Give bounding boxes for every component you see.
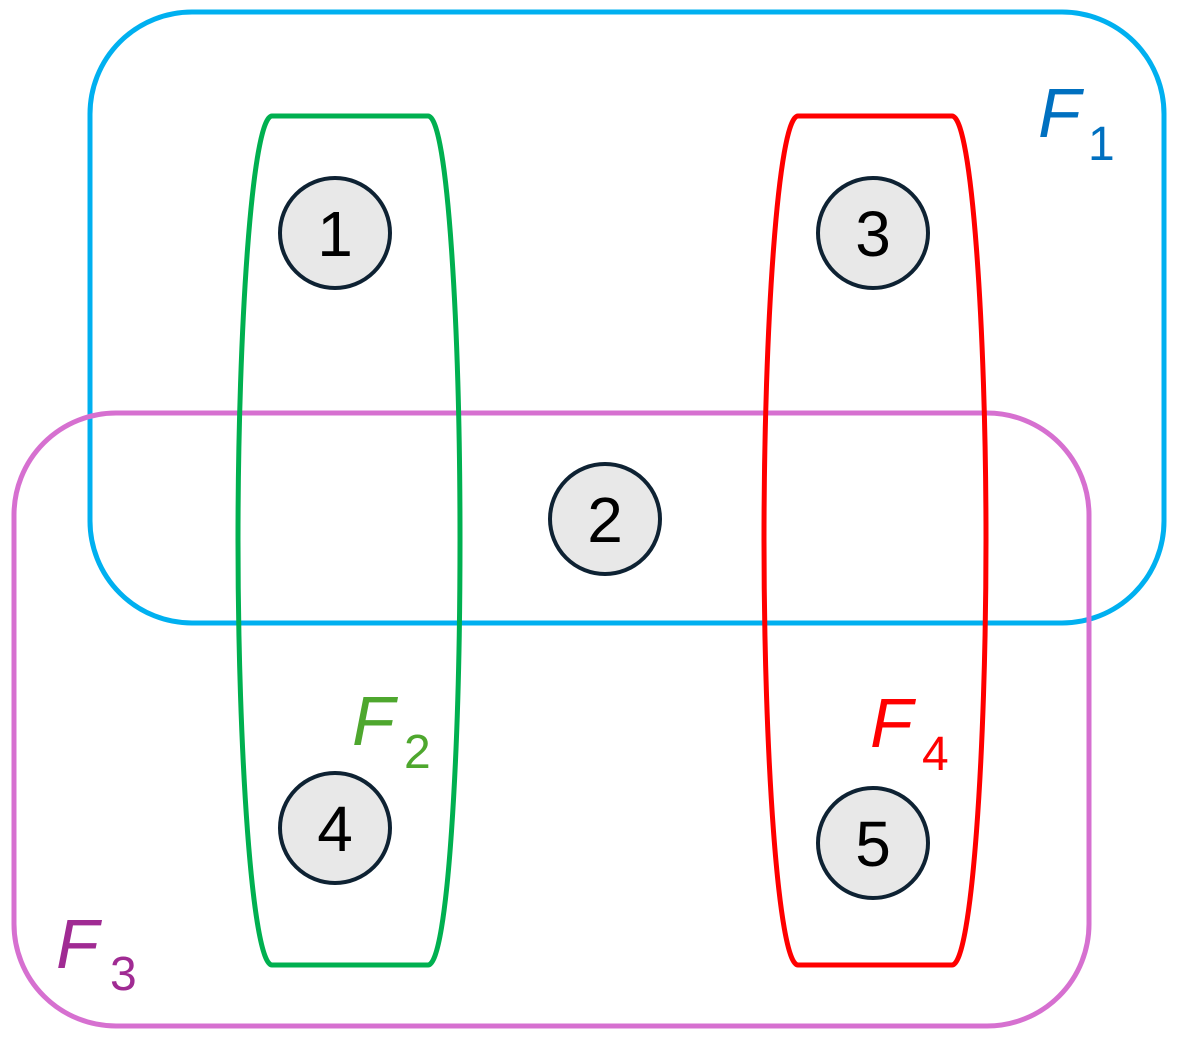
set-f3-subscript: 3: [110, 948, 137, 1001]
set-f1-boundary: [87, 9, 1167, 626]
set-f3-letter: F: [56, 905, 103, 983]
node-3: 3: [816, 176, 930, 290]
set-f3-boundary: [11, 410, 1092, 1029]
node-2: 2: [548, 462, 662, 576]
node-4-circle: [278, 771, 392, 885]
set-f2-letter: F: [352, 682, 399, 760]
set-f4-letter: F: [870, 684, 917, 762]
set-f1-letter: F: [1038, 74, 1085, 152]
set-f2-subscript: 2: [404, 726, 431, 779]
node-4: 4: [278, 771, 392, 885]
node-3-circle: [816, 176, 930, 290]
node-2-circle: [548, 462, 662, 576]
node-3-label: 3: [855, 198, 891, 270]
node-5: 5: [816, 786, 930, 900]
node-5-label: 5: [855, 808, 891, 880]
node-4-label: 4: [317, 793, 353, 865]
set-f2-boundary: [235, 113, 463, 968]
set-f4-boundary: [761, 113, 989, 968]
set-f4-label: F 4: [870, 684, 949, 781]
node-2-label: 2: [587, 484, 623, 556]
set-f4-subscript: 4: [922, 728, 949, 781]
node-1-label: 1: [317, 198, 353, 270]
node-5-circle: [816, 786, 930, 900]
set-f3-label: F 3: [56, 905, 137, 1001]
node-1-circle: [278, 176, 392, 290]
node-1: 1: [278, 176, 392, 290]
set-f2-label: F 2: [352, 682, 431, 779]
set-f1-subscript: 1: [1088, 118, 1115, 171]
set-f1-label: F 1: [1038, 74, 1115, 171]
